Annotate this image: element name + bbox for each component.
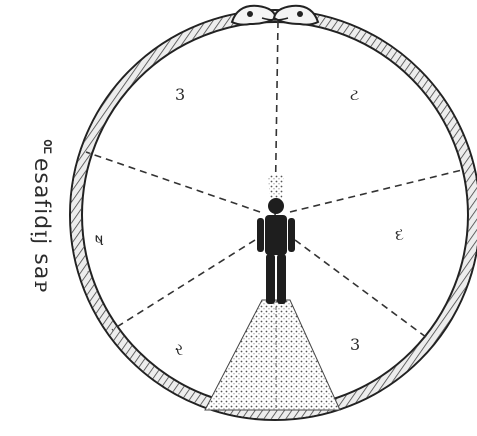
human-figure-icon: [257, 198, 295, 304]
side-caption: ᅂ𝖾𝗌𝖺𝖿𝗂𝖽ᴉ𝗃 𝗌𝖺ᴘ: [28, 137, 60, 294]
sector-label-bottom-right: 3: [350, 335, 360, 354]
sector-labels: 3 ટ દ 3 ર ષ: [95, 85, 404, 359]
sector-label-right: દ: [395, 225, 404, 244]
sector-label-top-right: ટ: [350, 85, 359, 104]
sector-label-left: ષ: [95, 230, 104, 249]
sector-label-bottom-left: ર: [175, 340, 183, 359]
sector-label-top-left: 3: [175, 85, 185, 104]
